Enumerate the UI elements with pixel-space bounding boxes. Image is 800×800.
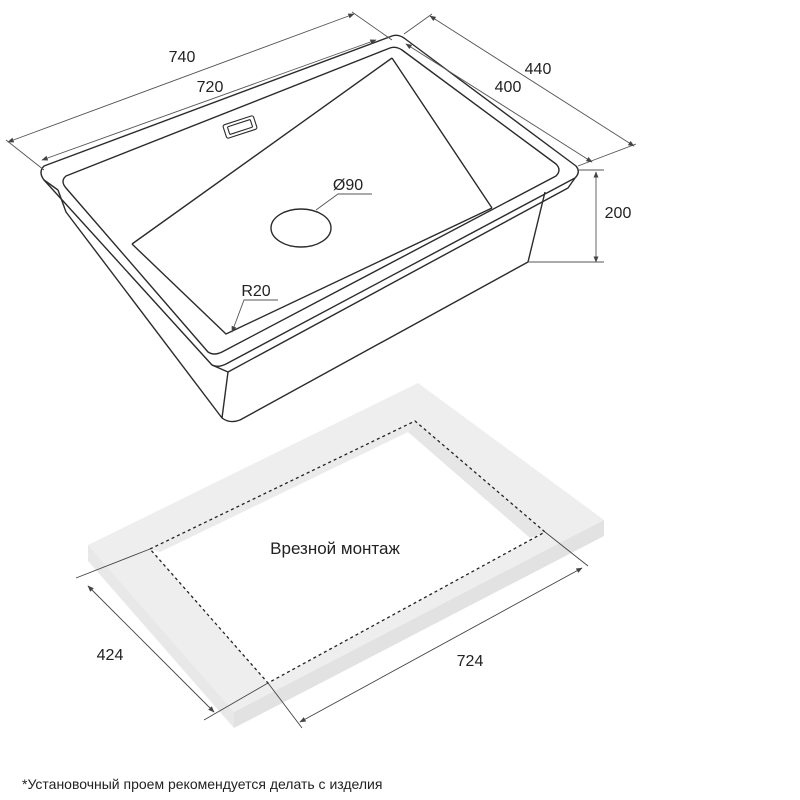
dim-drain-diameter: Ø90 [333, 177, 363, 194]
dim-inner-length: 720 [197, 79, 224, 96]
sink-outer-left-edge [221, 371, 229, 419]
dim-line-724 [299, 567, 583, 723]
dim-cutout-length: 724 [457, 653, 484, 670]
sink-rim-inner [62, 46, 560, 355]
dim-line-424 [87, 585, 215, 713]
sink-dimensions [5, 11, 637, 333]
dim-line-440 [429, 15, 635, 147]
countertop-cutout [150, 421, 545, 683]
overflow-icon [222, 115, 258, 139]
footnote: *Установочный проем рекомендуется делать… [22, 776, 383, 792]
dim-line-720 [41, 39, 377, 161]
dim-outer-width: 440 [525, 61, 552, 78]
sink-outer-walls [57, 189, 546, 423]
dim-line-400 [405, 43, 593, 163]
dim-cutout-width: 424 [97, 647, 124, 664]
dim-inner-width: 400 [495, 79, 522, 96]
sink-body [40, 34, 579, 423]
dim-depth: 200 [605, 205, 632, 222]
sink-rim-edge [43, 177, 576, 373]
dim-outer-length: 740 [169, 49, 196, 66]
leader-drain [315, 193, 372, 211]
cutout-dimensions [75, 531, 589, 729]
sink-basin-floor [131, 57, 493, 335]
cutout-dashed-outline [148, 420, 547, 684]
dim-corner-radius: R20 [241, 283, 270, 300]
leader-radius [231, 299, 278, 333]
drain-hole [270, 208, 332, 248]
cutout-label: Врезной монтаж [270, 539, 400, 558]
